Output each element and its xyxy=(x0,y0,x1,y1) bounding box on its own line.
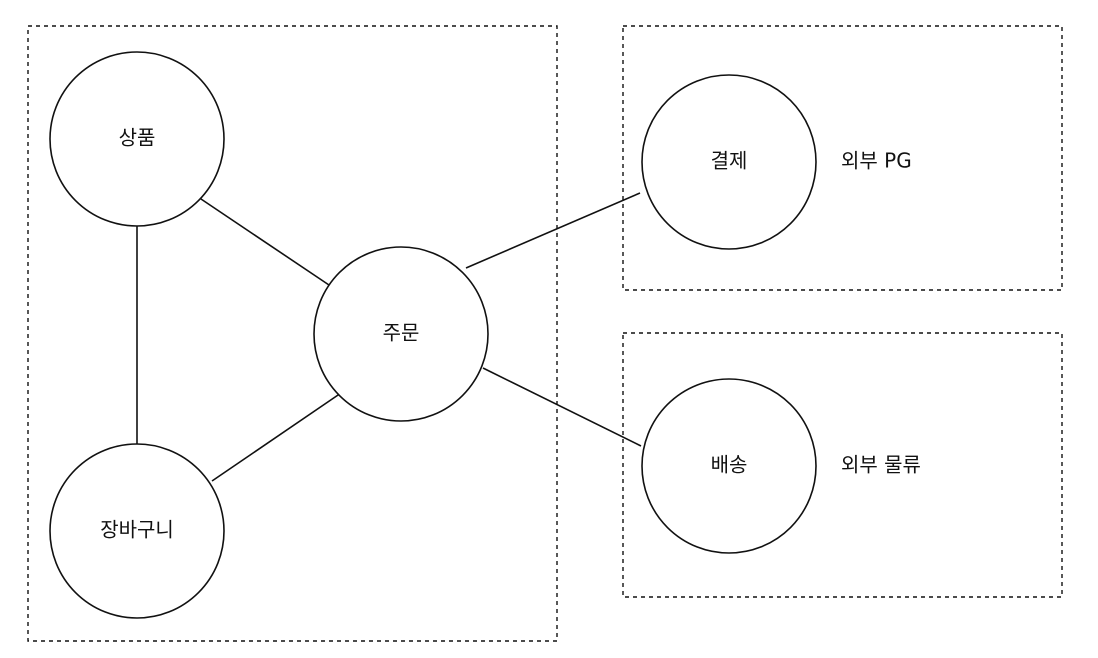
edge-product-order xyxy=(200,198,330,286)
node-delivery: 배송 xyxy=(641,378,817,554)
external-pg-label: 외부 PG xyxy=(841,149,912,173)
node-payment-label: 결제 xyxy=(711,149,748,173)
node-cart-label: 장바구니 xyxy=(100,518,174,542)
external-logistics-label: 외부 물류 xyxy=(841,453,921,477)
node-order-label: 주문 xyxy=(383,321,420,345)
external-pg-boundary xyxy=(622,25,1063,291)
node-payment: 결제 xyxy=(641,74,817,250)
edge-order-payment xyxy=(465,192,641,269)
node-product-label: 상품 xyxy=(119,126,156,150)
node-order: 주문 xyxy=(313,246,489,422)
edge-order-delivery xyxy=(482,367,642,447)
external-logistics-boundary xyxy=(622,332,1063,598)
internal-system-boundary xyxy=(27,25,558,642)
node-delivery-label: 배송 xyxy=(711,453,748,477)
edge-cart-order xyxy=(211,392,342,482)
node-product: 상품 xyxy=(49,51,225,227)
node-cart: 장바구니 xyxy=(49,443,225,619)
